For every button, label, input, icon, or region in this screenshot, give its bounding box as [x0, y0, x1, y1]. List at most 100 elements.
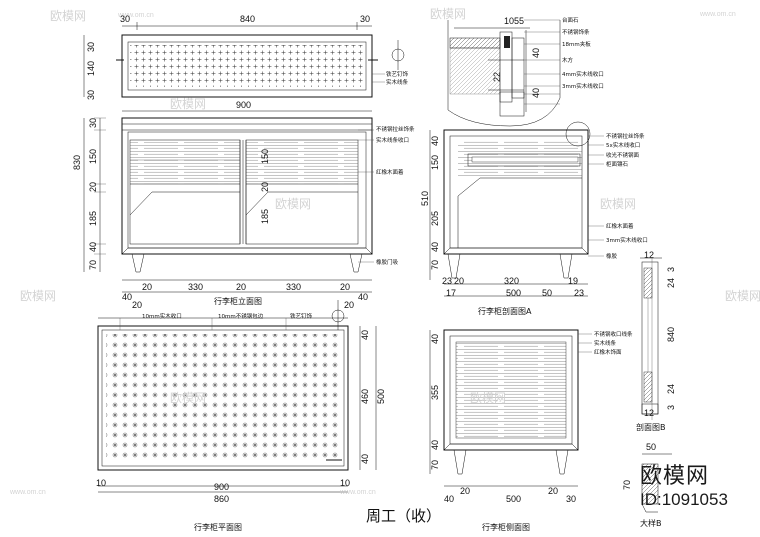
dim-text: 40	[430, 136, 440, 146]
dim-text: 20	[260, 182, 270, 192]
dim-text: 185	[260, 209, 270, 224]
dim-text: 40	[358, 292, 368, 302]
section-b	[640, 257, 662, 420]
dim-text: 17	[446, 288, 456, 298]
note: 不锈钢饰条	[562, 28, 590, 36]
note: 收光不锈钢面	[606, 151, 640, 159]
dim-text: 20	[548, 486, 558, 496]
dim-text: 30	[566, 494, 576, 504]
note: 3mm实木线收口	[606, 236, 648, 244]
watermark-url: www.om.cn	[699, 11, 736, 18]
dim-text: 23	[574, 288, 584, 298]
dim-text: 20	[142, 282, 152, 292]
top-view-stud-pattern	[130, 45, 364, 87]
drawer-handle	[467, 153, 581, 167]
side-frame	[443, 329, 579, 451]
dim-text: 840	[240, 14, 255, 24]
dim-text: 150	[260, 149, 270, 164]
dim-text: 500	[376, 389, 386, 404]
caption-plan: 行李柜平面图	[194, 522, 242, 532]
caption-side: 行李柜侧面图	[482, 522, 530, 532]
note: 3mm实木线收口	[562, 82, 604, 90]
dim-text: 40	[430, 440, 440, 450]
note: 10mm不锈钢包边	[218, 312, 264, 320]
watermark-logo: 欧模网	[170, 391, 206, 405]
dim-text: 3	[666, 405, 676, 410]
detail-callout-outline	[447, 20, 561, 127]
front-elevation	[83, 110, 374, 293]
note: 橡胶	[606, 252, 618, 260]
watermark-logo: 欧模网	[170, 97, 206, 111]
watermark-logo: 欧模网	[600, 197, 636, 211]
dim-text: 70	[88, 260, 98, 270]
dim-text: 12	[644, 250, 654, 260]
leg-right	[349, 253, 363, 273]
side-view	[429, 329, 592, 487]
dim-text: 40	[531, 88, 541, 98]
top-view-outer	[121, 34, 373, 98]
note: 5x实木线收口	[606, 141, 640, 149]
brand-name: 欧模网	[640, 464, 710, 489]
watermark-layer: 欧模网 www.om.cn 欧模网 www.om.cn 欧模网 欧模网 欧模网 …	[9, 7, 760, 496]
dim-text: 3	[666, 267, 676, 272]
note-texts: 铁艺钉饰 实木线条 不锈钢拉丝饰条 实木线条收口 红橡木面着 橡胶门吸 10mm…	[142, 16, 648, 356]
dim-text: 30	[360, 14, 370, 24]
dim-text: 20	[88, 182, 98, 192]
note: 铁艺钉饰	[290, 312, 313, 320]
leg-left	[131, 253, 145, 273]
note: 铁艺钉饰	[386, 70, 409, 78]
note: 10mm实木收口	[142, 312, 182, 320]
note: 柜面镶石	[606, 160, 629, 168]
dim-text: 500	[506, 494, 521, 504]
dim-text: 23	[442, 276, 452, 286]
dim-text: 20	[236, 282, 246, 292]
brand-block: 欧模网 ID:1091053	[640, 458, 756, 510]
note: 不锈钢拉丝饰条	[376, 125, 415, 133]
top-view-inner	[127, 41, 367, 91]
dim-text: 30	[86, 90, 96, 100]
note: 红橡木面着	[606, 222, 634, 230]
dim-text: 150	[88, 149, 98, 164]
dim-text: 185	[88, 211, 98, 226]
dim-text: 22	[492, 72, 502, 82]
dim-text: 20	[454, 276, 464, 286]
dim-text: 355	[430, 385, 440, 400]
dim-text: 330	[286, 282, 301, 292]
dim-text: 900	[236, 100, 251, 110]
dim-text: 510	[420, 191, 430, 206]
note: 4mm实木线收口	[562, 70, 604, 78]
dim-text: 20	[132, 300, 142, 310]
watermark-logo: 欧模网	[470, 391, 506, 405]
dim-text: 19	[568, 276, 578, 286]
dim-text: 70	[622, 480, 632, 490]
dim-text: 30	[88, 118, 98, 128]
note: 18mm夹板	[562, 40, 591, 48]
dim-text: 70	[430, 460, 440, 470]
dim-text: 24	[666, 278, 676, 288]
dim-text: 40	[88, 242, 98, 252]
dim-text: 70	[430, 260, 440, 270]
dim-text: 40	[360, 330, 370, 340]
note: 实木线条	[594, 339, 617, 347]
elevation-frame	[121, 117, 373, 255]
detail-b	[641, 453, 672, 513]
note: 台面石	[562, 16, 579, 24]
note: 红橡木饰面	[594, 348, 622, 356]
dim-text: 30	[120, 14, 130, 24]
dim-text: 460	[360, 389, 370, 404]
note: 橡胶门吸	[376, 258, 399, 266]
brand-id: ID:1091053	[640, 490, 728, 509]
note: 不锈钢收口线条	[594, 330, 633, 338]
note: 不锈钢拉丝饰条	[606, 132, 645, 140]
dim-text: 500	[506, 288, 521, 298]
plan-stud-pattern	[106, 334, 340, 462]
dim-text: 840	[666, 327, 676, 342]
dim-text: 205	[430, 211, 440, 226]
dim-text: 860	[214, 494, 229, 504]
dim-text: 50	[542, 288, 552, 298]
dim-text: 900	[214, 482, 229, 492]
dim-text: 40	[430, 334, 440, 344]
note: 实木线条	[386, 78, 409, 86]
watermark-logo: 欧模网	[20, 289, 56, 303]
